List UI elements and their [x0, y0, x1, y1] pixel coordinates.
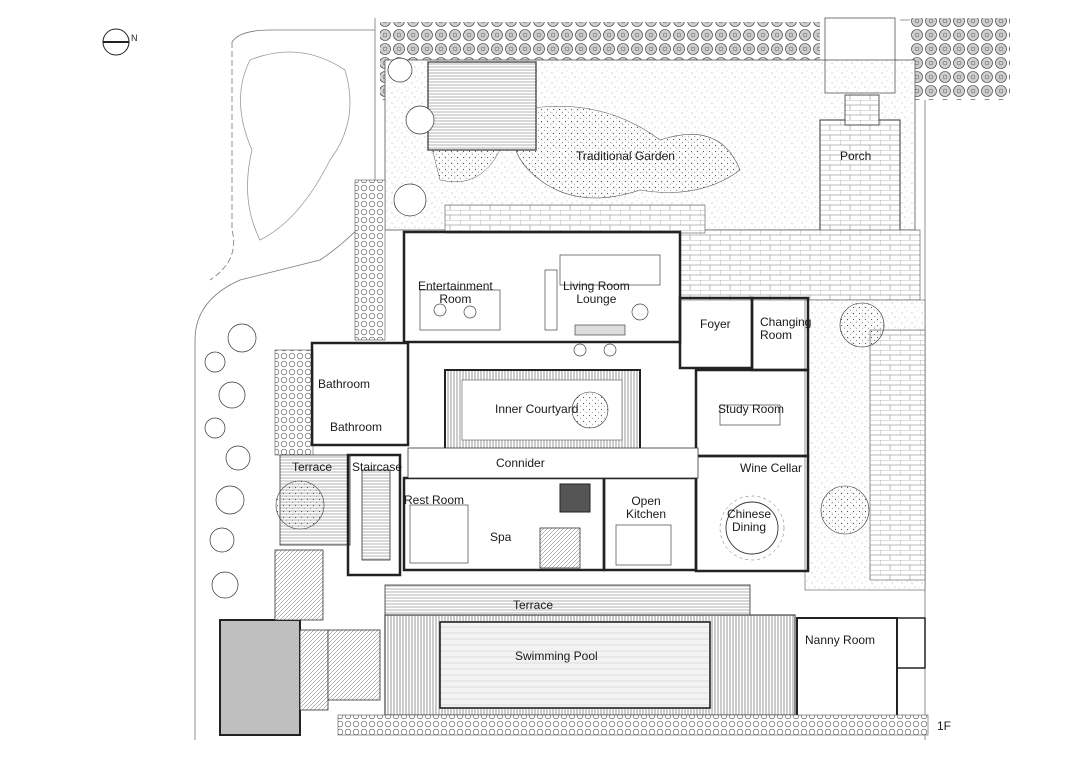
- west-trees: [204, 57, 435, 599]
- label-chinese-dining: Chinese Dining: [727, 507, 772, 534]
- stairs: [361, 469, 391, 561]
- label-study-room: Study Room: [718, 402, 785, 416]
- living-furniture: [419, 254, 661, 357]
- north-letter: N: [131, 33, 138, 43]
- level-label: 1F: [937, 719, 952, 733]
- spa-tub: [539, 527, 581, 569]
- label-bathroom-2: Bathroom: [330, 420, 383, 434]
- label-porch: Porch: [840, 149, 872, 163]
- label-swimming-pool: Swimming Pool: [515, 649, 598, 663]
- south-pebble-edge: [337, 714, 929, 736]
- label-spa: Spa: [490, 530, 512, 544]
- dining-table: [725, 501, 779, 555]
- label-living-room-lounge: Living Room Lounge: [563, 279, 630, 306]
- label-changing-room: Changing Room: [760, 315, 812, 342]
- gate: [824, 17, 896, 94]
- label-terrace-west: Terrace: [292, 460, 333, 474]
- label-traditional-garden: Traditional Garden: [576, 149, 675, 163]
- swimming-pool-water: [439, 621, 711, 709]
- north-east-hedge: [910, 18, 1010, 100]
- label-nanny-room: Nanny Room: [805, 633, 876, 647]
- label-terrace-south: Terrace: [513, 598, 554, 612]
- label-inner-courtyard: Inner Courtyard: [495, 402, 579, 416]
- garden-deck: [427, 61, 537, 151]
- label-staircase: Staircase: [352, 460, 403, 474]
- label-bathroom-1: Bathroom: [318, 377, 371, 391]
- north-paving: [679, 229, 921, 301]
- south-west-annex: [219, 619, 301, 736]
- label-entertainment-room: Entertainment Room: [418, 279, 493, 306]
- walls: [310, 230, 810, 577]
- corridor-area: [407, 447, 699, 479]
- label-rest-room: Rest Room: [404, 493, 465, 507]
- north-arrow-icon: [102, 28, 130, 56]
- porch-area: [819, 119, 901, 241]
- label-open-kitchen: Open Kitchen: [626, 494, 667, 521]
- label-foyer: Foyer: [700, 317, 731, 331]
- label-wine-cellar: Wine Cellar: [740, 461, 803, 475]
- label-corridor: Connider: [496, 456, 545, 470]
